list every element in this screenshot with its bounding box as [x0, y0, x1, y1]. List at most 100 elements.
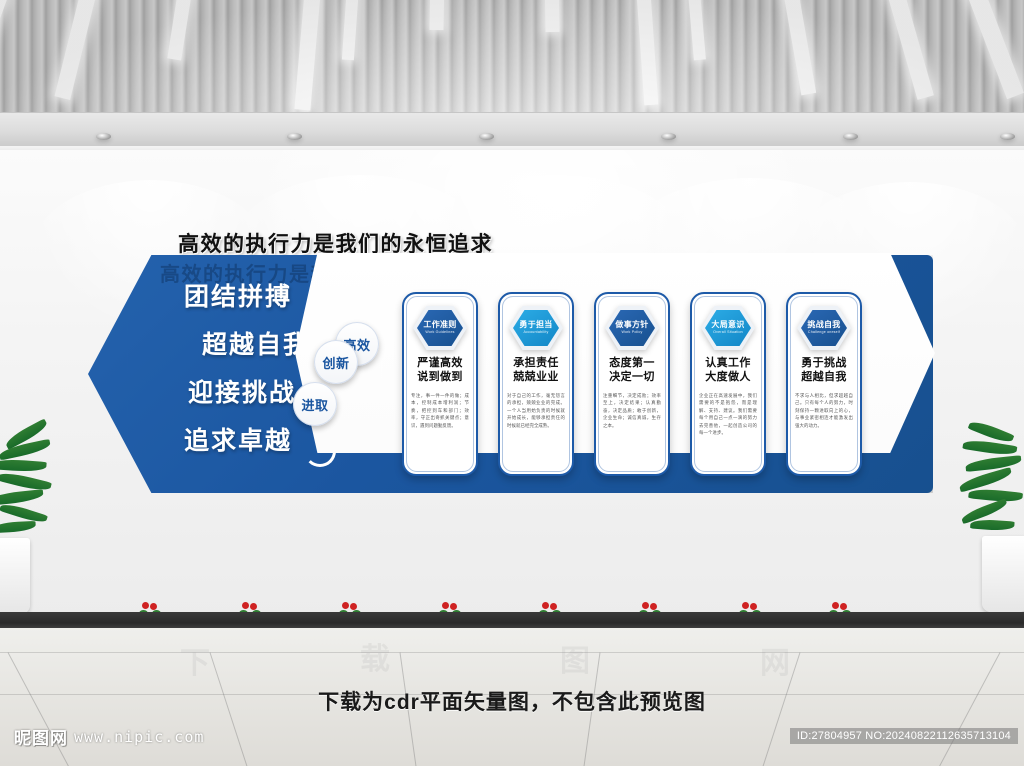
floor-tile-line	[0, 652, 1024, 653]
value-card-4[interactable]: 大局意识 Overall Situation 认真工作 大度做人 企业正在高速发…	[690, 292, 766, 476]
hex-label-en: Accountability	[523, 330, 549, 335]
site-url: www.nipic.com	[74, 727, 205, 746]
downlight-1	[96, 133, 111, 140]
card-title: 勇于挑战 超越自我	[788, 356, 860, 384]
hex-label-en: Overall Situation	[713, 330, 743, 335]
value-card-3[interactable]: 做事方针 Work Policy 态度第一 决定一切 注重细节，决定成败；效率至…	[594, 292, 670, 476]
card-title-line1: 认真工作	[705, 357, 751, 369]
floor-reflection-mark: 载	[360, 643, 390, 676]
planter-pot	[982, 536, 1024, 612]
leaf	[0, 458, 47, 473]
hex-fill: 大局意识 Overall Situation	[705, 310, 751, 346]
ceiling-shading	[0, 0, 1024, 118]
downlight-5	[843, 133, 858, 140]
plant-right	[958, 418, 1024, 612]
card-body: 注重细节，决定成败；效率至上，决定结果；认真勤奋，决定品质；敢于创新，企业生命；…	[603, 393, 661, 428]
downlight-4	[661, 133, 676, 140]
bloom	[250, 603, 257, 610]
hex-label-en: Challenge oneself	[807, 330, 841, 335]
slogan-label: 追求卓越	[184, 427, 293, 455]
hex-label-cn: 做事方针	[615, 320, 649, 330]
floor-reflection-mark: 下	[180, 647, 210, 680]
hex-badge: 做事方针 Work Policy	[605, 306, 659, 350]
bloom	[150, 603, 157, 610]
leaf	[965, 455, 1022, 472]
hex-badge: 勇于担当 Accountability	[509, 306, 563, 350]
card-body: 对于自己的工作，毫无怨言的承担，兢兢业业的完成。一个人当用始负责的时候就开始成长…	[507, 393, 565, 428]
card-inner-border	[694, 296, 762, 472]
card-title-line1: 勇于挑战	[801, 357, 847, 369]
downlight-6	[1000, 133, 1015, 140]
bloom	[542, 602, 549, 609]
card-title: 严谨高效 说到做到	[404, 356, 476, 384]
bloom	[350, 603, 357, 610]
bloom	[242, 602, 249, 609]
slogan-item-3: 迎接挑战	[184, 373, 419, 421]
slogan-item-4: 追求卓越	[184, 421, 419, 469]
bloom	[342, 602, 349, 609]
floor-tile-line	[0, 694, 1024, 695]
hex-fill: 挑战自我 Challenge oneself	[801, 310, 847, 346]
card-inner-border	[598, 296, 666, 472]
card-title-line1: 承担责任	[513, 357, 559, 369]
slogan-list: 团结拼搏 超越自我 迎接挑战 追求卓越	[184, 277, 419, 469]
bloom	[840, 603, 847, 610]
card-inner-border	[790, 296, 858, 472]
hex-label-en: Work Policy	[621, 330, 643, 335]
badge-chuangxin[interactable]: 创新	[314, 340, 358, 384]
ceiling	[0, 0, 1024, 118]
card-body: 企业正在高速发展中，我们需要的不是抱怨，而是理解、支持、建议。我们需要每个用自己…	[699, 393, 757, 436]
slogan-label: 团结拼搏	[184, 283, 293, 311]
card-inner-border	[406, 296, 474, 472]
hex-label-en: Work Guidelines	[425, 330, 455, 335]
downlight-2	[287, 133, 302, 140]
card-title-line2: 兢兢业业	[513, 371, 559, 383]
bloom	[550, 603, 557, 610]
card-body: 专注，事一件一件的做；成本，控制成本增利润；节奏，把控到车和部门；效率，守正出奇…	[411, 393, 469, 428]
value-card-2[interactable]: 勇于担当 Accountability 承担责任 兢兢业业 对于自己的工作，毫无…	[498, 292, 574, 476]
card-body: 不求与人相比，但求超越自己。只有每个人的努力，时刻保持一颗进取向上的心，与事业紧…	[795, 393, 853, 428]
bloom	[750, 603, 757, 610]
page-title: 高效的执行力是我们的永恒追求	[178, 233, 493, 256]
leaf	[970, 518, 1015, 532]
hex-fill: 勇于担当 Accountability	[513, 310, 559, 346]
value-card-1[interactable]: 工作准则 Work Guidelines 严谨高效 说到做到 专注，事一件一件的…	[402, 292, 478, 476]
hex-label-cn: 勇于担当	[519, 320, 553, 330]
site-name: 昵图网	[14, 729, 68, 748]
ceiling-soffit	[0, 112, 1024, 147]
hex-label-cn: 工作准则	[423, 320, 457, 330]
bloom	[742, 602, 749, 609]
value-card-5[interactable]: 挑战自我 Challenge oneself 勇于挑战 超越自我 不求与人相比，…	[786, 292, 862, 476]
bloom	[450, 603, 457, 610]
card-title-line2: 超越自我	[801, 371, 847, 383]
hex-label-cn: 挑战自我	[807, 320, 841, 330]
card-title: 态度第一 决定一切	[596, 356, 668, 384]
baseboard	[0, 612, 1024, 630]
hex-badge: 大局意识 Overall Situation	[701, 306, 755, 350]
slogan-label: 迎接挑战	[188, 379, 297, 407]
slogan-label: 超越自我	[202, 331, 311, 359]
floor-reflection-mark: 网	[760, 647, 790, 680]
site-watermark: 昵图网 www.nipic.com	[14, 724, 204, 749]
asset-id-badge: ID:27804957 NO:20240822112635713104	[789, 728, 1018, 744]
bloom	[142, 602, 149, 609]
card-title-line2: 决定一切	[609, 371, 655, 383]
badge-jinqu[interactable]: 进取	[293, 382, 337, 426]
hex-badge: 工作准则 Work Guidelines	[413, 306, 467, 350]
floor-reflection-mark: 图	[560, 645, 590, 678]
plant-left	[0, 418, 66, 614]
preview-notice: 下载为cdr平面矢量图，不包含此预览图	[318, 691, 706, 714]
card-title: 认真工作 大度做人	[692, 356, 764, 384]
card-title: 承担责任 兢兢业业	[500, 356, 572, 384]
planter-pot	[0, 538, 30, 614]
hex-badge: 挑战自我 Challenge oneself	[797, 306, 851, 350]
card-title-line1: 态度第一	[609, 357, 655, 369]
downlight-3	[479, 133, 494, 140]
hex-label-cn: 大局意识	[711, 320, 745, 330]
badge-label: 进取	[301, 397, 329, 413]
card-title-line1: 严谨高效	[417, 357, 463, 369]
card-title-line2: 说到做到	[417, 371, 463, 383]
bloom	[650, 603, 657, 610]
leaf	[0, 520, 36, 534]
